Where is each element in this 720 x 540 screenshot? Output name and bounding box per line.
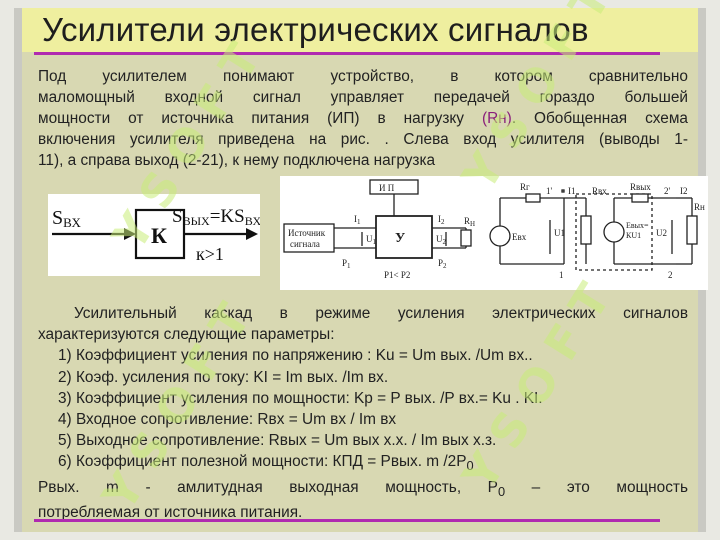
input-arrowhead <box>124 228 136 240</box>
power-comparison: P1< P2 <box>384 270 410 280</box>
gain-block-diagram: SВХ К SВЫХ=KSВХ к>1 <box>52 206 261 264</box>
amplifier-equivalent-boundary <box>575 193 653 271</box>
p0-subscript: 0 <box>497 483 506 499</box>
evx-label: Eвх <box>512 232 527 242</box>
p1-label: P1 <box>342 258 351 270</box>
u2-right-label: U2 <box>656 228 667 238</box>
p2-label: P2 <box>438 258 447 270</box>
bottom-underline <box>34 519 660 522</box>
intro-line: 11), а справа выход (2-21), к нему подкл… <box>38 152 436 169</box>
node-1: 1 <box>559 270 564 280</box>
title-underline <box>34 52 660 55</box>
params-line: характеризуются следующие параметры: <box>38 326 335 344</box>
params-line: Pвых. m - амлитудная выходная мощность, … <box>38 477 688 502</box>
efficiency-text: 6) Коэффициент полезной мощности: КПД = … <box>58 453 467 471</box>
params-line: Усилительный каскад в режиме усиления эл… <box>74 305 688 322</box>
u1-label: U1 <box>366 234 377 246</box>
intro-line: Под усилителем понимают устройство, в ко… <box>38 68 688 85</box>
gain-block-label: К <box>151 223 167 248</box>
title-band: Усилители электрических сигналов <box>22 8 698 52</box>
params-line: потребляемая от источника питания. <box>38 503 303 521</box>
rvyx-label: Rвых <box>630 182 651 192</box>
rvx-label: Rвх <box>592 186 607 196</box>
parameters-block: Усилительный каскад в режиме усиления эл… <box>38 303 688 523</box>
i2-label: I2 <box>438 214 445 226</box>
i1-label: I1 <box>354 214 361 226</box>
rn-label: RН <box>464 216 475 228</box>
amplifier-label: У <box>395 231 405 246</box>
u2-label: U2 <box>436 234 447 246</box>
slide: Усилители электрических сигналов Под уси… <box>14 8 708 532</box>
load-resistor-right <box>686 215 698 245</box>
params-line: 5) Выходное сопротивление: Rвых = Um вых… <box>58 432 497 450</box>
input-source <box>489 225 511 247</box>
pm-text-tail: – это мощность <box>505 478 688 496</box>
rn-highlight: (Rн) <box>481 110 512 127</box>
intro-text: . Обобщенная схема <box>511 110 688 127</box>
intro-line: включения усилителя приведена на рис. . … <box>38 131 688 148</box>
p0-subscript: 0 <box>466 458 474 474</box>
i1-right-label: I1 <box>568 186 576 196</box>
pm-text: Pвых. m - амлитудная выходная мощность, … <box>38 478 498 496</box>
node-2: 2 <box>668 270 673 280</box>
power-supply-label: И П <box>379 183 395 193</box>
intro-line: мощности от источника питания (ИП) в наг… <box>38 108 688 129</box>
node-1p: 1' <box>546 186 553 196</box>
output-source <box>603 221 625 243</box>
slide-title: Усилители электрических сигналов <box>42 11 589 48</box>
params-line: 2) Коэф. усиления по току: KI = Im вых. … <box>58 368 389 386</box>
params-line: 6) Коэффициент полезной мощности: КПД = … <box>38 451 688 476</box>
evyx-label-2: КU1 <box>626 231 641 240</box>
source-label-2: сигнала <box>290 239 320 249</box>
output-arrowhead <box>246 228 258 240</box>
intro-text: мощности от источника питания (ИП) в наг… <box>38 110 464 127</box>
rg-resistor <box>525 193 541 203</box>
u1-right-label: U1 <box>554 228 565 238</box>
params-line: 1) Коэффициент усиления по напряжению : … <box>58 347 533 365</box>
load-resistor <box>460 229 472 247</box>
intro-line: маломощный входной сигнал управляет пере… <box>38 89 688 106</box>
i2-right-label: I2 <box>680 186 688 196</box>
evyx-label-1: Eвых= <box>626 221 649 230</box>
amplifier-box <box>375 215 433 259</box>
amplifier-circuit-diagram: И П Источник сигнала У I1 I2 U1 U2 RН P1… <box>283 179 705 280</box>
rn-right-label: Rн <box>694 202 705 212</box>
rvx-resistor <box>580 215 592 245</box>
amplifier-circuit-figure: И П Источник сигнала У I1 I2 U1 U2 RН P1… <box>280 176 708 290</box>
params-line: 3) Коэффициент усиления по мощности: Kp … <box>58 389 543 407</box>
gain-condition: к>1 <box>196 244 224 264</box>
s-in-label: SВХ <box>52 207 81 230</box>
output-formula: SВЫХ=KSВХ <box>172 206 260 228</box>
rg-label: Rг <box>520 182 530 192</box>
params-line: 4) Входное сопротивление: Rвх = Um вх / … <box>58 411 397 429</box>
intro-paragraph: Под усилителем понимают устройство, в ко… <box>38 66 688 171</box>
signal-source-box <box>283 223 335 253</box>
source-label-1: Источник <box>288 228 326 238</box>
gain-block-figure: SВХ К SВЫХ=KSВХ к>1 <box>48 194 261 276</box>
node-2p: 2' <box>664 186 671 196</box>
rvyx-resistor <box>631 193 649 203</box>
